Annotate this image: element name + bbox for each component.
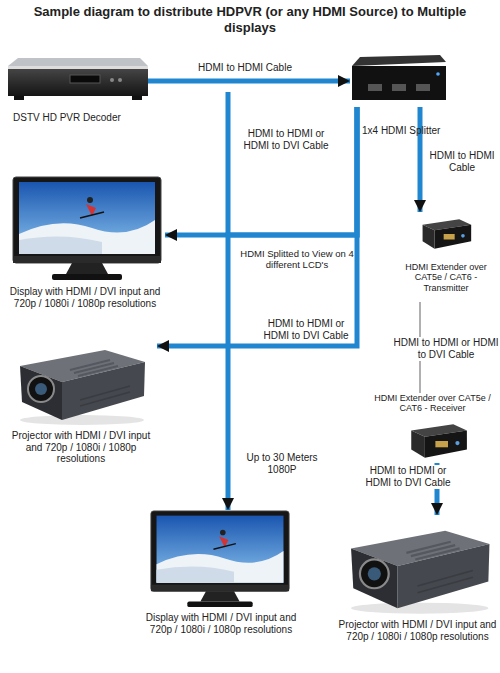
hdmi-cable <box>148 79 350 84</box>
decoder-strip <box>8 66 148 69</box>
device-caption: Projector with HDMI / DVI input and 720p… <box>335 619 500 642</box>
note-label: HDMI Splitted to View on 4 different LCD… <box>236 248 358 271</box>
decoder-button <box>110 78 114 82</box>
pvr-decoder: DSTV HD PVR Decoder <box>3 58 148 103</box>
cable-label: HDMI to HDMI or HDMI to DVI Cable <box>392 337 500 361</box>
splitter-top <box>352 55 446 66</box>
extender-transmitter-art <box>423 219 472 248</box>
cable-label: HDMI to HDMI or HDMI to DVI Cable <box>236 128 336 152</box>
decoder-front <box>8 66 148 96</box>
device-caption: HDMI Extender over CAT5e / CAT6 - Transm… <box>392 262 500 293</box>
decoder-display <box>70 75 100 83</box>
splitter-led <box>436 72 440 76</box>
projector-art <box>351 531 489 614</box>
hdmi-port <box>368 84 382 91</box>
lcd-display: Display with HDMI / DVI input and 720p /… <box>5 176 165 328</box>
lcd-display-art <box>151 511 289 607</box>
cable-label: HDMI to HDMI Cable <box>180 62 310 74</box>
hdmi-cable <box>228 107 357 510</box>
lcd-display: Display with HDMI / DVI input and 720p /… <box>140 510 302 660</box>
device-caption: Display with HDMI / DVI input and 720p /… <box>140 612 302 635</box>
cable-label: HDMI to HDMI Cable <box>428 150 496 174</box>
decoder-top <box>8 58 148 66</box>
device-caption: HDMI Extender over CAT5e / CAT6 - Receiv… <box>365 393 500 414</box>
decoder-button <box>118 78 122 82</box>
extender-receiver-art <box>411 424 467 458</box>
extender-transmitter: HDMI Extender over CAT5e / CAT6 - Transm… <box>392 212 500 302</box>
device-caption: Display with HDMI / DVI input and 720p /… <box>5 286 165 309</box>
hdmi-port <box>416 84 430 91</box>
device-caption: Projector with HDMI / DVI input and 720p… <box>5 430 157 465</box>
extender-receiver: HDMI Extender over CAT5e / CAT6 - Receiv… <box>365 393 500 463</box>
pvr-decoder-art <box>8 58 148 100</box>
hdmi-cable <box>165 107 357 235</box>
decoder-foot <box>132 96 142 100</box>
cable-label: HDMI to HDMI or HDMI to DVI Cable <box>256 318 356 342</box>
cable-trunk <box>226 92 231 235</box>
splitter-front <box>352 66 446 100</box>
cable-label: HDMI to HDMI or HDMI to DVI Cable <box>358 465 458 489</box>
decoder-foot <box>14 96 24 100</box>
hdmi-cable <box>157 107 357 346</box>
projector-art <box>20 350 145 425</box>
projector: Projector with HDMI / DVI input and 720p… <box>335 515 500 665</box>
device-caption: DSTV HD PVR Decoder <box>13 112 143 124</box>
diagram-title: Sample diagram to distribute HDPVR (or a… <box>10 4 490 36</box>
projector: Projector with HDMI / DVI input and 720p… <box>5 336 157 480</box>
hdmi-splitter: 1x4 HDMI Splitter <box>350 55 446 107</box>
lcd-display-art <box>13 177 161 280</box>
device-caption: 1x4 HDMI Splitter <box>362 125 462 137</box>
hdmi-port <box>392 84 406 91</box>
hdmi-splitter-art <box>352 55 446 100</box>
cable-label: Up to 30 Meters 1080P <box>232 452 332 476</box>
hdmi-cable <box>418 107 423 212</box>
